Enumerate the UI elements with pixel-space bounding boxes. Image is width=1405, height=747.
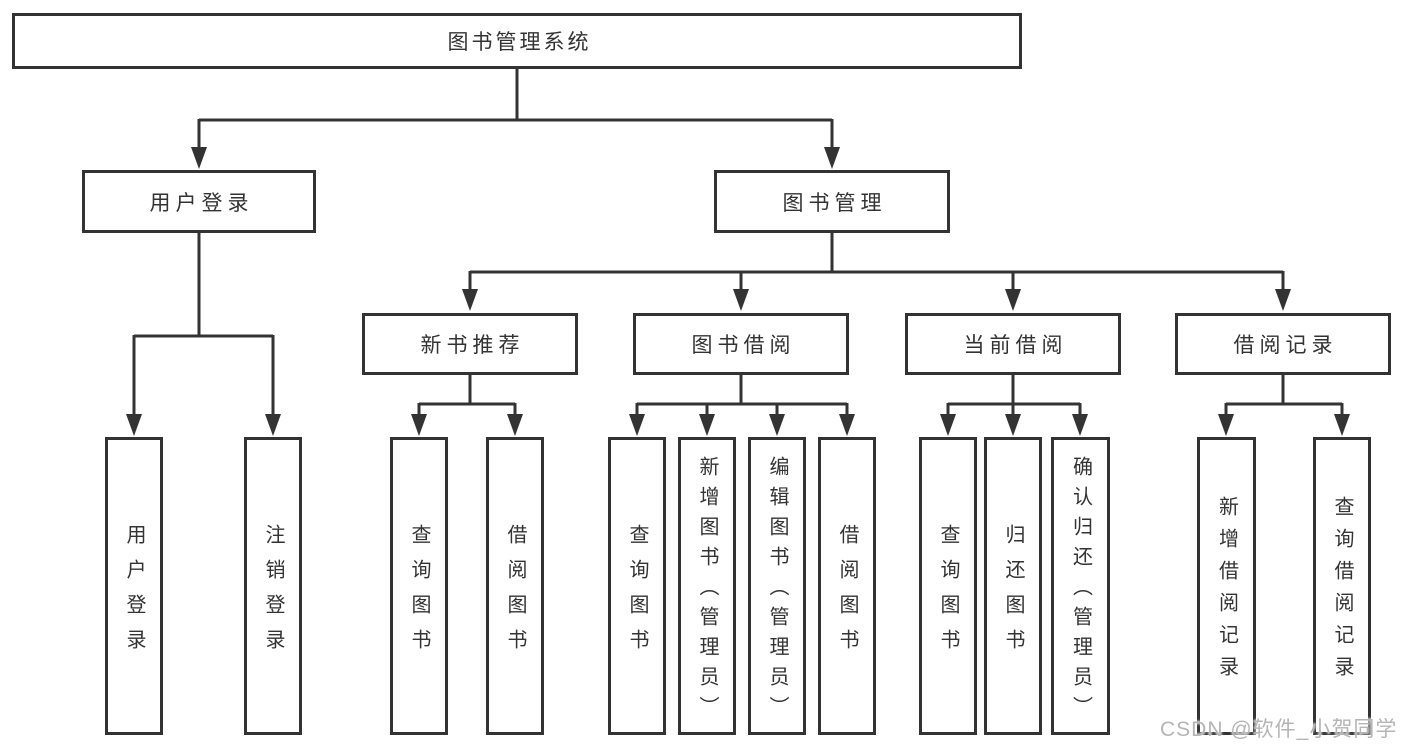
- leaf-borrow-edit-books-admin: 编辑图书（管理员）: [748, 437, 806, 735]
- csdn-watermark: CSDN @软件_小贺同学: [1160, 718, 1398, 741]
- node-label: 借阅记录: [1233, 334, 1338, 357]
- node-book-management: 图书管理: [714, 170, 950, 233]
- node-label: 借阅图书: [836, 523, 858, 664]
- node-label: 用户登录: [149, 191, 254, 215]
- node-library-management-system: 图书管理系统: [12, 13, 1022, 69]
- node-label: 确认归还（管理员）: [1069, 456, 1092, 726]
- node-user-login: 用户登录: [82, 170, 316, 233]
- leaf-user-login: 用户登录: [105, 437, 163, 735]
- node-label: 查询图书: [937, 523, 959, 664]
- leaf-recommend-borrow-books: 借阅图书: [486, 437, 544, 735]
- leaf-records-query-borrow-record: 查询借阅记录: [1313, 437, 1371, 735]
- node-label: 图书借阅: [691, 334, 796, 357]
- node-label: 新增图书（管理员）: [696, 456, 718, 726]
- leaf-borrow-add-books-admin: 新增图书（管理员）: [678, 437, 736, 735]
- leaf-records-add-borrow-record: 新增借阅记录: [1197, 437, 1256, 735]
- leaf-recommend-query-books: 查询图书: [390, 437, 448, 735]
- node-label: 编辑图书（管理员）: [766, 456, 788, 726]
- node-label: 借阅图书: [504, 523, 526, 664]
- node-label: 当前借阅: [963, 334, 1068, 357]
- leaf-current-query-books: 查询图书: [919, 437, 977, 735]
- node-label: 用户登录: [123, 523, 145, 664]
- node-label: 新书推荐: [420, 334, 525, 357]
- leaf-logout: 注销登录: [244, 437, 302, 735]
- leaf-borrow-query-books: 查询图书: [608, 437, 666, 735]
- node-borrowing-records: 借阅记录: [1175, 313, 1391, 375]
- node-label: 查询图书: [626, 523, 648, 664]
- node-label: 归还图书: [1002, 523, 1024, 664]
- node-label: 查询图书: [408, 523, 430, 664]
- node-book-borrowing: 图书借阅: [633, 313, 849, 375]
- node-label: 图书管理: [782, 191, 887, 215]
- leaf-borrow-borrow-books: 借阅图书: [818, 437, 876, 735]
- node-current-borrowing: 当前借阅: [905, 313, 1121, 375]
- node-label: 图书管理系统: [447, 31, 592, 54]
- leaf-current-return-books: 归还图书: [984, 437, 1042, 735]
- node-label: 注销登录: [262, 523, 284, 664]
- leaf-current-confirm-return-admin: 确认归还（管理员）: [1051, 437, 1110, 735]
- node-label: 新增借阅记录: [1215, 496, 1238, 688]
- node-new-book-recommendation: 新书推荐: [362, 313, 578, 375]
- node-label: 查询借阅记录: [1331, 496, 1353, 688]
